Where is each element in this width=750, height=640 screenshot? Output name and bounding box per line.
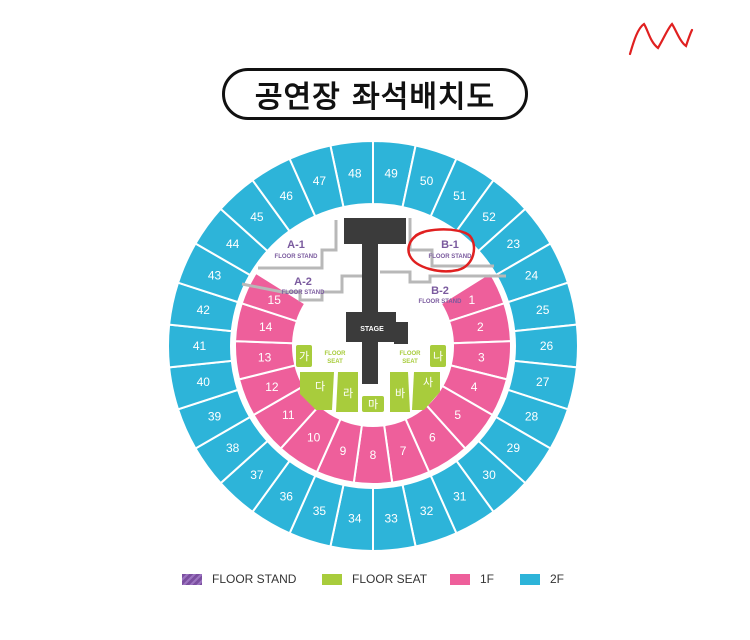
- floor-seat-ba: [390, 372, 410, 412]
- legend-label-floor-seat: FLOOR SEAT: [352, 572, 428, 586]
- floor-seat-ga: [296, 345, 312, 367]
- floor-seat-ra: [336, 372, 358, 412]
- floor-seat-na: [430, 345, 446, 367]
- first-floor-section-label-13: 13: [258, 351, 272, 365]
- legend-swatch-floor-stand: [182, 573, 202, 585]
- floor-seat-sa: [412, 372, 440, 410]
- floor-seat-blocks: [296, 345, 446, 412]
- first-floor-section-label-3: 3: [478, 351, 485, 365]
- page-title: 공연장 좌석배치도: [222, 68, 528, 120]
- floor-seat-letters: 가 나 다 라 마 바 사: [299, 350, 443, 411]
- second-floor-section-label-33: 33: [384, 512, 398, 526]
- handwritten-mark: [628, 22, 694, 56]
- floor-stand-label-b1: B-1: [441, 239, 459, 251]
- legend-item-floor-seat: FLOOR SEAT: [322, 572, 427, 586]
- stage-label: STAGE: [360, 326, 384, 333]
- floor-seat-letter-ga: 가: [299, 350, 309, 363]
- floor-stand-sub-a2: FLOOR STAND: [282, 290, 326, 296]
- second-floor-section-label-39: 39: [208, 410, 222, 424]
- second-floor-section-label-51: 51: [453, 189, 467, 203]
- second-floor-section-label-40: 40: [197, 375, 211, 389]
- second-floor-section-label-31: 31: [453, 489, 467, 503]
- second-floor-section-label-32: 32: [420, 504, 434, 518]
- second-floor-section-label-35: 35: [313, 504, 327, 518]
- floor-area: STAGE A-1 FLOOR STAND A-2 FLOOR STAND B-…: [241, 218, 506, 412]
- annotation-circle: [407, 228, 476, 273]
- legend-item-floor-stand: FLOOR STAND: [182, 572, 296, 586]
- floor-stand-label-b2: B-2: [431, 285, 449, 297]
- second-floor-section-label-26: 26: [540, 339, 554, 353]
- floor-seat-da: [300, 372, 334, 410]
- legend-label-floor-stand: FLOOR STAND: [212, 572, 297, 586]
- floor-seat-label-left-2: SEAT: [327, 359, 343, 365]
- floor-stand-sub-b1: FLOOR STAND: [429, 254, 473, 260]
- second-floor-section-label-27: 27: [536, 375, 550, 389]
- first-floor-section-label-8: 8: [370, 448, 377, 462]
- floor-seat-letter-ma: 마: [368, 398, 378, 411]
- second-floor-section-label-24: 24: [525, 269, 539, 283]
- first-floor-section-label-9: 9: [340, 444, 347, 458]
- legend-item-2f: 2F: [520, 572, 564, 586]
- second-floor-section-label-29: 29: [507, 441, 521, 455]
- legend-item-1f: 1F: [450, 572, 494, 586]
- first-floor-section-label-2: 2: [477, 320, 484, 334]
- first-floor-section-label-4: 4: [471, 380, 478, 394]
- legend-swatch-floor-seat: [322, 573, 342, 585]
- floor-stand-sub-b2: FLOOR STAND: [419, 299, 463, 305]
- second-floor-section-label-36: 36: [280, 489, 294, 503]
- floor-stand-label-a2: A-2: [294, 276, 312, 288]
- first-floor-section-label-12: 12: [265, 380, 279, 394]
- floor-seat-letter-sa: 사: [423, 376, 433, 389]
- first-floor-section-label-10: 10: [307, 431, 321, 445]
- second-floor-section-label-34: 34: [348, 512, 362, 526]
- first-floor-section-label-15: 15: [268, 293, 282, 307]
- second-floor-section-label-38: 38: [226, 441, 240, 455]
- floor-seat-letter-da: 다: [315, 380, 325, 393]
- floor-stand-outlines: [241, 218, 506, 302]
- floor-stand-sub-a1: FLOOR STAND: [275, 254, 319, 260]
- legend-swatch-1f: [450, 573, 470, 585]
- floor-seat-ma: [362, 396, 384, 412]
- second-floor-section-47[interactable]: [288, 144, 345, 218]
- first-floor-section-label-14: 14: [259, 320, 273, 334]
- second-floor-section-label-45: 45: [250, 210, 264, 224]
- floor-seat-letter-na: 나: [433, 350, 443, 363]
- legend-label-1f: 1F: [480, 572, 495, 586]
- stage: [344, 218, 408, 384]
- first-floor-section-label-5: 5: [454, 408, 461, 422]
- floor-seat-letter-ba: 바: [395, 387, 405, 400]
- floor-seat-label-right-1: FLOOR: [400, 351, 422, 357]
- second-floor-section-label-49: 49: [384, 167, 398, 181]
- legend: FLOOR STAND FLOOR SEAT 1F 2F: [0, 572, 750, 592]
- second-floor-section-label-43: 43: [208, 269, 222, 283]
- floor-seat-label-left-1: FLOOR: [325, 351, 347, 357]
- legend-label-2f: 2F: [550, 572, 565, 586]
- second-floor-section-label-30: 30: [482, 468, 496, 482]
- second-floor-section-label-42: 42: [197, 303, 211, 317]
- second-floor-section-label-23: 23: [507, 237, 521, 251]
- second-floor-section-label-25: 25: [536, 303, 550, 317]
- second-floor-section-label-41: 41: [193, 339, 207, 353]
- second-floor-section-label-47: 47: [313, 174, 327, 188]
- floor-stand-label-a1: A-1: [287, 239, 305, 251]
- first-floor-section-label-7: 7: [400, 444, 407, 458]
- second-floor-section-label-28: 28: [525, 410, 539, 424]
- second-floor-section-label-50: 50: [420, 174, 434, 188]
- second-floor-section-label-48: 48: [348, 167, 362, 181]
- second-floor-section-label-52: 52: [482, 210, 496, 224]
- first-floor-section-label-11: 11: [282, 408, 295, 422]
- second-floor-section-label-44: 44: [226, 237, 240, 251]
- second-floor-section-label-37: 37: [250, 468, 264, 482]
- first-floor-section-label-6: 6: [429, 431, 436, 445]
- floor-seat-label-right-2: SEAT: [402, 359, 418, 365]
- floor-seat-letter-ra: 라: [343, 387, 353, 400]
- first-floor-section-label-1: 1: [468, 293, 475, 307]
- second-floor-section-label-46: 46: [280, 189, 294, 203]
- legend-swatch-2f: [520, 573, 540, 585]
